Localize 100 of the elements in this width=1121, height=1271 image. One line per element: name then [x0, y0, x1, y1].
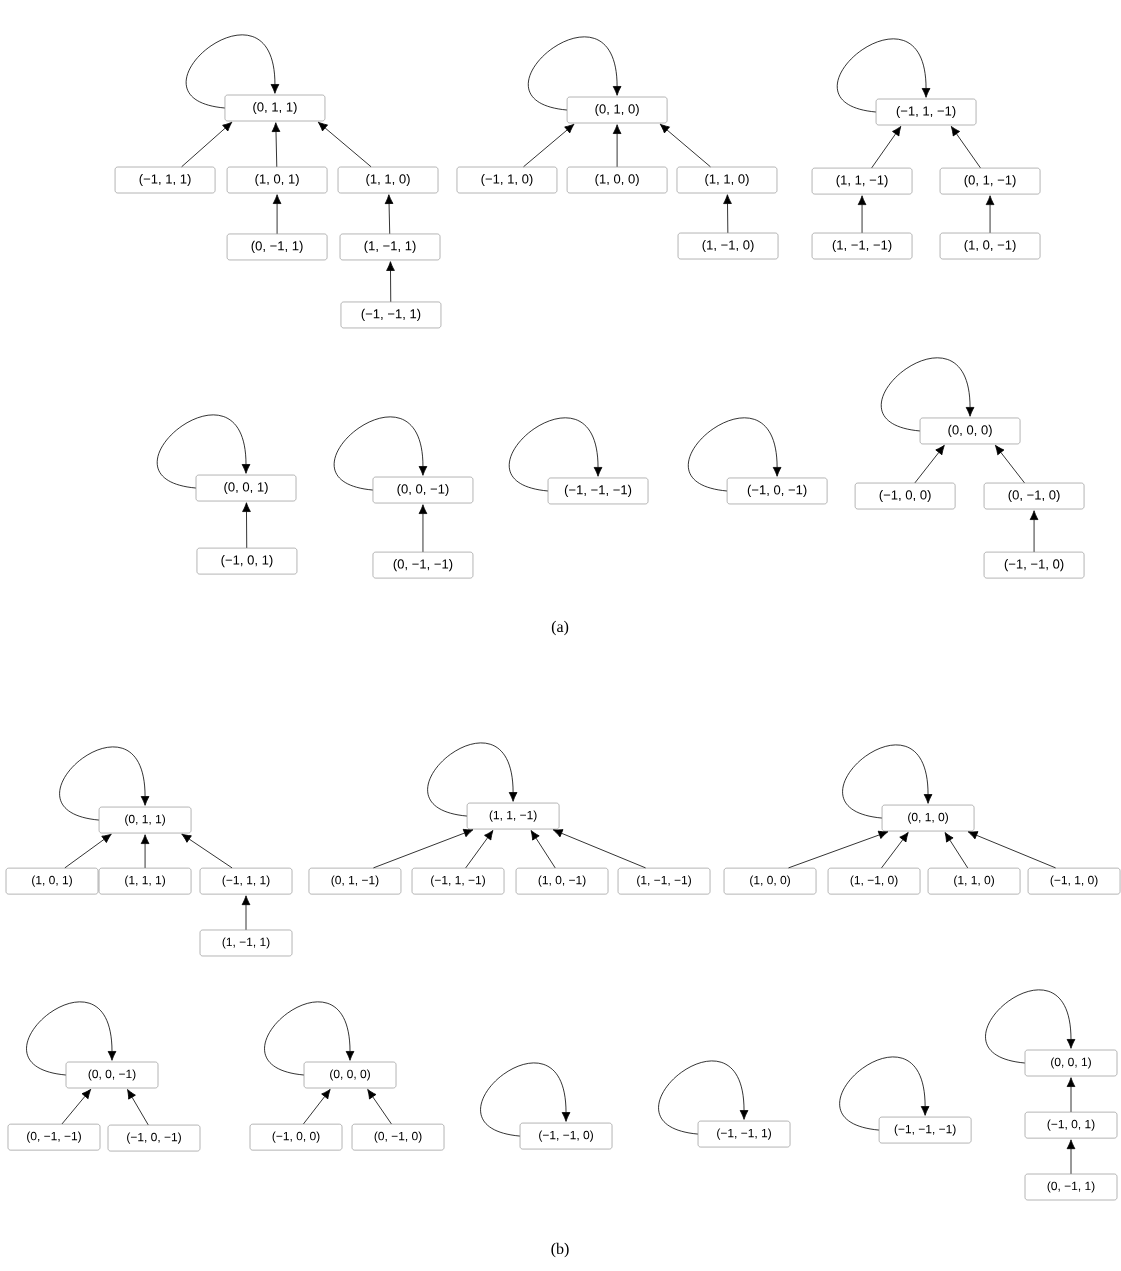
state-box: (1, −1, 1)	[339, 233, 441, 261]
arrow	[418, 504, 428, 553]
state-box: (1, 0, −1)	[939, 232, 1041, 260]
arrow	[839, 1056, 930, 1131]
state-box: (−1, 1, −1)	[875, 98, 977, 126]
arrow	[140, 834, 150, 869]
arrow	[480, 1062, 571, 1137]
state-box: (0, −1, −1)	[372, 551, 474, 579]
arrow	[427, 742, 518, 817]
state-box: (1, 1, −1)	[466, 802, 560, 830]
state-box: (−1, 0, 1)	[1024, 1111, 1118, 1139]
state-box: (−1, 0, 0)	[854, 482, 956, 510]
state-box: (1, −1, 1)	[199, 929, 293, 957]
arrow	[242, 502, 251, 549]
arrow	[527, 36, 622, 111]
arrow	[181, 121, 233, 168]
arrow	[944, 832, 968, 869]
state-box: (1, 0, 1)	[5, 867, 99, 895]
arrow	[64, 833, 112, 869]
arrow	[272, 194, 282, 235]
state-box: (−1, −1, −1)	[547, 477, 649, 505]
state-box: (1, 1, 1)	[98, 867, 192, 895]
arrow	[384, 194, 394, 235]
arrow	[303, 1089, 331, 1125]
state-box: (0, 1, 0)	[566, 96, 668, 124]
state-box: (0, 0, 0)	[919, 417, 1021, 445]
state-box: (−1, 1, −1)	[411, 867, 505, 895]
state-box: (0, 1, 1)	[98, 806, 192, 834]
state-box: (−1, 0, 0)	[249, 1123, 343, 1151]
arrow	[185, 34, 280, 109]
arrow	[333, 416, 428, 491]
state-box: (−1, −1, −1)	[878, 1116, 972, 1144]
arrow	[658, 1060, 749, 1135]
arrow	[857, 195, 867, 234]
arrow	[723, 194, 732, 234]
arrow	[985, 195, 995, 234]
arrow	[659, 123, 711, 168]
arrow	[508, 417, 603, 492]
state-box: (1, 0, −1)	[515, 867, 609, 895]
arrow	[26, 1001, 117, 1076]
state-box: (0, 0, 0)	[303, 1061, 397, 1089]
arrow	[1066, 1139, 1076, 1175]
arrow	[181, 833, 233, 869]
state-box: (1, 0, 1)	[226, 166, 328, 194]
state-box: (1, −1, −1)	[811, 232, 913, 260]
state-box: (0, 1, 1)	[224, 94, 326, 122]
arrow	[530, 830, 556, 869]
state-box: (−1, 1, 1)	[114, 166, 216, 194]
panel-caption: (a)	[551, 620, 569, 636]
arrow	[264, 1001, 355, 1076]
arrow	[241, 895, 251, 931]
arrow	[317, 121, 372, 168]
state-box: (0, 0, 1)	[195, 474, 297, 502]
arrow	[881, 832, 909, 869]
arrow	[950, 126, 981, 169]
state-box: (−1, 0, 1)	[196, 547, 298, 575]
state-box: (−1, 1, 0)	[1027, 867, 1121, 895]
state-box: (1, 1, −1)	[811, 167, 913, 195]
state-box: (−1, 1, 0)	[456, 166, 558, 194]
arrow	[552, 829, 646, 869]
state-box: (1, −1, −1)	[617, 867, 711, 895]
state-box: (0, −1, −1)	[7, 1123, 101, 1151]
arrow	[994, 444, 1025, 484]
arrow	[842, 744, 933, 819]
state-box: (−1, −1, 1)	[340, 301, 442, 329]
arrow	[367, 1089, 392, 1125]
arrow	[914, 444, 945, 484]
arrow	[127, 1089, 149, 1126]
arrow	[1029, 510, 1039, 553]
state-box: (−1, −1, 0)	[983, 551, 1085, 579]
state-box: (−1, −1, 1)	[697, 1120, 791, 1148]
arrow	[612, 124, 622, 168]
state-box: (1, 1, 0)	[676, 166, 778, 194]
arrow	[1066, 1077, 1076, 1113]
state-box: (0, −1, 0)	[351, 1123, 445, 1151]
arrow	[967, 831, 1056, 869]
state-box: (1, 0, 0)	[723, 867, 817, 895]
arrow	[985, 989, 1076, 1064]
state-box: (0, −1, 0)	[983, 482, 1085, 510]
arrow	[523, 123, 575, 168]
state-box: (0, 0, 1)	[1024, 1049, 1118, 1077]
state-box: (−1, 1, 1)	[199, 867, 293, 895]
arrow	[156, 414, 251, 489]
state-box: (−1, −1, 0)	[519, 1122, 613, 1150]
state-box: (−1, 0, −1)	[726, 477, 828, 505]
state-box: (−1, 0, −1)	[107, 1124, 201, 1152]
arrow	[788, 830, 889, 869]
state-box: (1, −1, 0)	[677, 232, 779, 260]
state-box: (1, 1, 0)	[927, 867, 1021, 895]
arrow	[373, 828, 474, 869]
state-box: (1, −1, 0)	[827, 867, 921, 895]
arrow	[871, 126, 902, 169]
arrow	[271, 122, 281, 168]
arrow	[687, 417, 782, 492]
state-box: (0, 1, −1)	[308, 867, 402, 895]
state-box: (0, 1, −1)	[939, 167, 1041, 195]
arrow	[836, 38, 931, 113]
state-box: (0, 0, −1)	[65, 1061, 159, 1089]
arrow	[59, 746, 150, 821]
state-box: (1, 1, 0)	[337, 166, 439, 194]
